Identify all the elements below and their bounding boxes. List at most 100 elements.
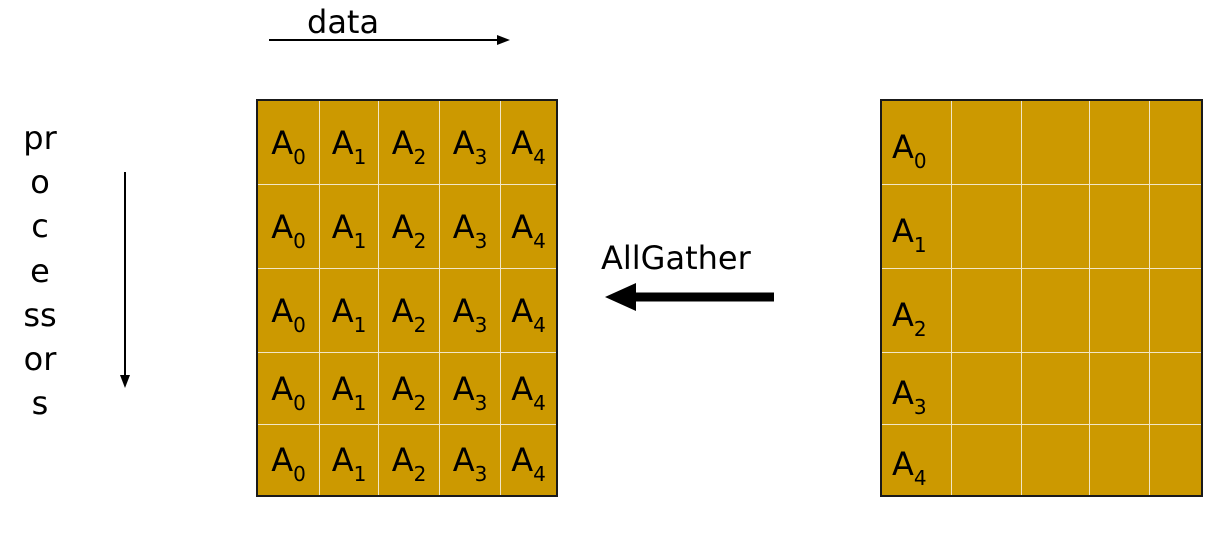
grid-cell: A1 [320, 425, 379, 495]
cell-label-subscript: 2 [413, 312, 427, 337]
grid-cell [1090, 269, 1150, 353]
cell-label-base: A [452, 369, 475, 408]
cell-label-subscript: 3 [474, 312, 488, 337]
cell-label: A0 [892, 127, 927, 171]
grid-cell: A2 [379, 101, 440, 185]
grid-cell: A2 [379, 185, 440, 269]
grid-cell [952, 353, 1022, 425]
cell-label-base: A [331, 441, 354, 479]
cell-label: A2 [391, 207, 427, 251]
cell-label-subscript: 0 [293, 228, 306, 253]
cell-label-subscript: 0 [293, 390, 306, 415]
grid-cell [1090, 185, 1150, 269]
cell-label-base: A [391, 291, 414, 330]
cell-label-base: A [892, 127, 914, 166]
grid-cell [1150, 185, 1201, 269]
cell-label-subscript: 2 [413, 390, 427, 415]
cell-label-base: A [452, 441, 475, 479]
cell-label-base: A [391, 207, 414, 246]
cell-label-subscript: 2 [913, 316, 927, 341]
cell-label: A4 [511, 369, 546, 413]
grid-cell [952, 101, 1022, 185]
grid-cell [1022, 269, 1090, 353]
cell-label: A0 [271, 127, 306, 167]
cell-label-base: A [892, 295, 914, 334]
grid-cell: A2 [882, 269, 952, 353]
grid-cell [1022, 101, 1090, 185]
cell-label: A3 [892, 377, 927, 417]
cell-label: A4 [511, 207, 546, 251]
cell-label-subscript: 3 [913, 394, 927, 419]
grid-cell [952, 269, 1022, 353]
grid-cell: A1 [320, 353, 379, 425]
grid-cell [1150, 353, 1201, 425]
grid-cell: A0 [258, 353, 320, 425]
cell-label: A0 [271, 369, 306, 413]
cell-label-base: A [271, 369, 294, 408]
data-direction-arrow [269, 35, 510, 45]
cell-label-subscript: 1 [353, 462, 367, 486]
grid-cell: A1 [320, 185, 379, 269]
cell-label: A2 [392, 444, 427, 484]
grid-cell: A0 [258, 101, 320, 185]
cell-label: A4 [511, 291, 546, 335]
cell-label-subscript: 2 [413, 462, 427, 486]
cell-label-subscript: 1 [353, 312, 367, 337]
cell-label-subscript: 1 [913, 232, 927, 257]
cell-label: A3 [453, 127, 488, 167]
grid-cell [1150, 269, 1201, 353]
grid-cell: A4 [501, 185, 556, 269]
cell-label: A2 [391, 123, 427, 167]
cell-label-subscript: 4 [533, 390, 546, 415]
grid-cell: A1 [320, 101, 379, 185]
grid-cell: A2 [379, 353, 440, 425]
grid-cell: A3 [440, 353, 501, 425]
cell-label: A0 [271, 444, 306, 484]
cell-label-base: A [511, 369, 534, 408]
grid-cell: A4 [501, 101, 556, 185]
grid-cell [1022, 185, 1090, 269]
cell-label-base: A [331, 123, 354, 162]
cell-label: A2 [391, 291, 427, 335]
cell-label-base: A [271, 207, 294, 246]
grid-cell: A3 [440, 101, 501, 185]
cell-label-subscript: 4 [533, 462, 546, 486]
grid-cell [1090, 425, 1150, 495]
cell-label: A1 [331, 207, 367, 251]
cell-label-subscript: 4 [533, 228, 546, 253]
cell-label-base: A [391, 123, 414, 162]
cell-label-subscript: 3 [474, 144, 488, 169]
cell-label-subscript: 1 [353, 144, 367, 169]
grid-cell: A3 [440, 269, 501, 353]
cell-label-subscript: 0 [293, 312, 306, 337]
cell-label-base: A [511, 207, 534, 246]
cell-label-base: A [892, 445, 914, 483]
cell-label-base: A [452, 291, 475, 330]
cell-label: A1 [331, 123, 367, 167]
cell-label-subscript: 1 [353, 390, 367, 415]
cell-label-base: A [511, 291, 534, 330]
grid-cell: A0 [882, 101, 952, 185]
cell-label: A3 [452, 441, 488, 484]
cell-label-base: A [271, 291, 294, 330]
cell-label: A1 [331, 441, 367, 484]
allgather-label: AllGather [601, 239, 751, 277]
cell-label-base: A [892, 211, 914, 250]
cell-label-subscript: 0 [293, 462, 306, 486]
grid-cell: A3 [440, 185, 501, 269]
cell-label-subscript: 1 [353, 228, 367, 253]
grid-cell [1090, 101, 1150, 185]
cell-label-subscript: 0 [293, 144, 306, 169]
grid-cell [1022, 353, 1090, 425]
grid-cell: A0 [258, 185, 320, 269]
cell-label: A4 [511, 444, 546, 484]
cell-label: A0 [271, 291, 306, 335]
grid-cell: A4 [501, 353, 556, 425]
cell-label: A3 [452, 369, 488, 413]
cell-label-subscript: 4 [533, 312, 546, 337]
cell-label-base: A [331, 369, 354, 408]
cell-label-base: A [331, 207, 354, 246]
grid-cell: A4 [501, 269, 556, 353]
